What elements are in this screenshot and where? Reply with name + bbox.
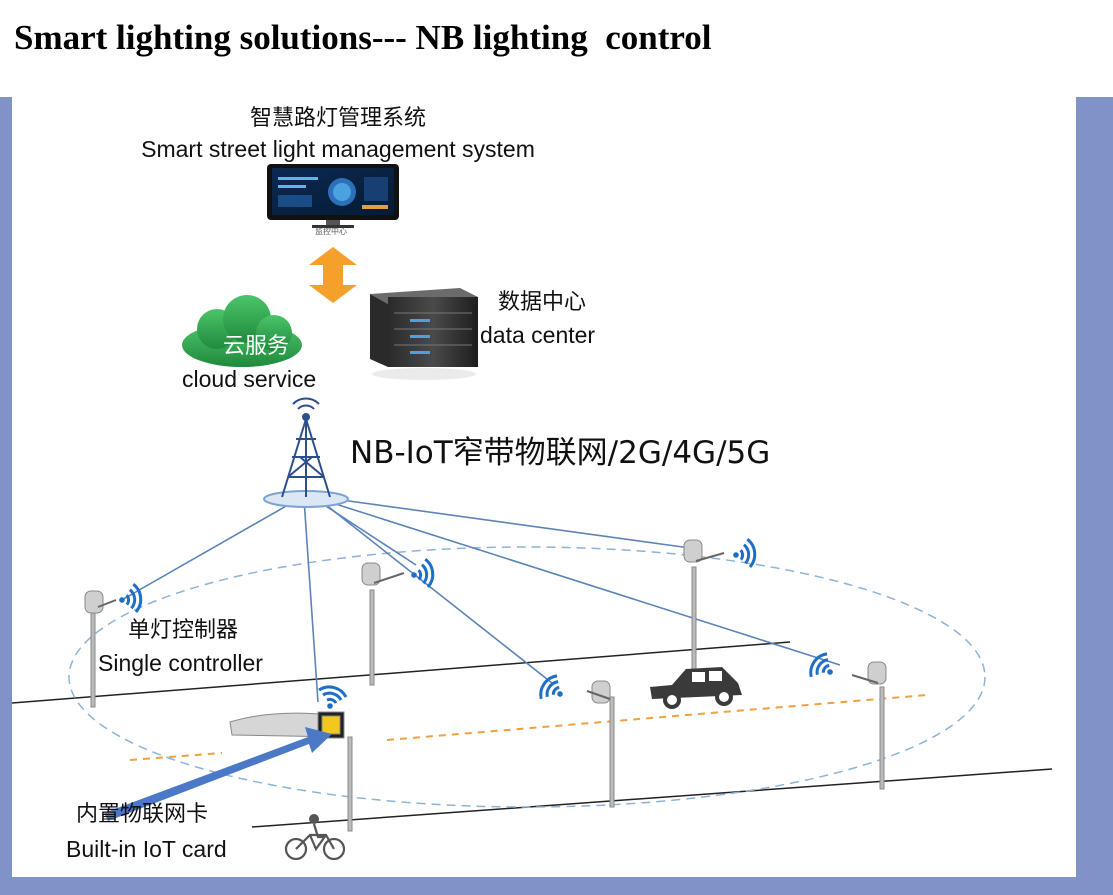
screen-caption: 监控中心 [315,227,347,236]
diagram-frame: 智慧路灯管理系统 Smart street light management s… [0,97,1113,895]
monitor-screen [267,164,399,228]
cloud-label-zh: 云服务 [223,334,290,359]
street-light-1 [84,590,117,708]
network-links [119,496,841,703]
system-label-zh: 智慧路灯管理系统 [249,106,427,131]
cell-tower [263,397,349,508]
iot-card-label-zh: 内置物联网卡 [76,802,209,827]
double-arrow-icon [309,247,357,303]
iot-card-label-en: Built-in IoT card [66,836,227,862]
data-center-label-en: data center [480,322,596,348]
pointer-arrow-icon [104,727,332,821]
road-edge-upper [12,641,791,704]
controller-label-zh: 单灯控制器 [128,618,239,643]
page-title: Smart lighting solutions--- NB lighting … [14,18,712,57]
cloud-icon [182,295,302,367]
network-diagram [12,164,1053,861]
coverage-ellipse [68,546,986,808]
controller-label-en: Single controller [98,650,263,676]
signal-icon-4 [536,670,570,707]
server-icon [370,288,478,380]
signal-icon-6 [317,685,348,711]
network-label: NB-IoT窄带物联网/2G/4G/5G [350,435,771,471]
street-light-2 [361,562,405,686]
system-label-en: Smart street light management system [141,136,535,162]
car-icon [650,667,742,709]
street-light-5 [851,661,887,790]
signal-icon-5 [806,648,840,685]
street-light-4 [586,680,615,808]
diagram-panel: 智慧路灯管理系统 Smart street light management s… [12,97,1076,877]
road-edge-lower [251,768,1053,828]
data-center-label-zh: 数据中心 [498,290,587,315]
signal-icon-1 [114,581,147,618]
street-light-6 [229,711,353,832]
bicycle-icon [284,814,346,861]
signal-icon-3 [728,536,761,573]
street-light-3 [683,539,725,678]
cloud-label-en: cloud service [182,366,317,392]
